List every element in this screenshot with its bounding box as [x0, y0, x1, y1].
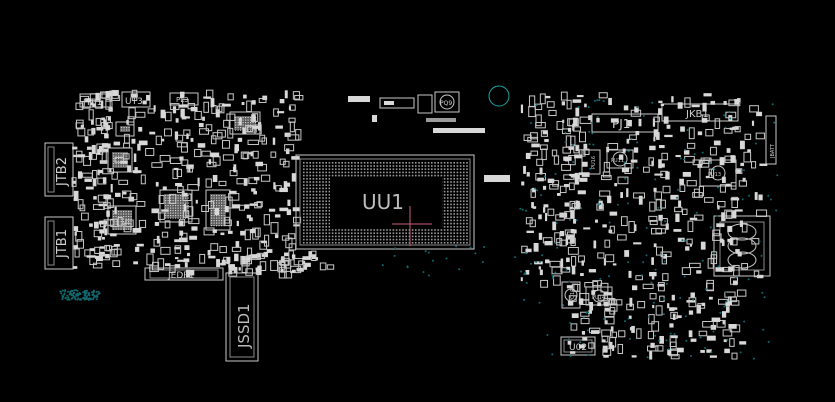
pu11-chip[interactable]: PU11 [606, 149, 634, 169]
jtb1-label: JTB1 [55, 229, 70, 259]
u02-chip[interactable]: U02 [560, 336, 596, 356]
cpu-die-area [330, 178, 442, 228]
via-field [59, 99, 779, 360]
top-center-parts: PQ9 [348, 91, 510, 182]
jtb1-connector[interactable]: JTB1 [44, 216, 74, 270]
cpu-uu1-package[interactable]: UU1 [295, 154, 475, 250]
jtb2-label: JTB2 [55, 157, 70, 187]
left-small-parts [71, 89, 335, 279]
jssd1-connector[interactable]: JSSD1 [225, 272, 259, 362]
pu13-chip[interactable]: PU13 [699, 159, 737, 187]
right-small-parts [520, 91, 768, 360]
pu16-chip[interactable]: PU16 [581, 149, 601, 175]
right-component-cluster: PJ1 JKB1 JBATT PU11 PU16 [520, 91, 777, 360]
jkb1-connector[interactable]: JKB1 [661, 103, 739, 122]
pu16-label: PU16 [591, 156, 597, 169]
cpu-label: UU1 [362, 190, 404, 214]
jedp1-label: JEDP1 [167, 271, 194, 281]
jbatt-label: JBATT [770, 143, 776, 159]
pu11-label: PU11 [611, 158, 624, 164]
cursor-crosshair [392, 206, 432, 246]
pq9-mosfet[interactable]: PQ9 [434, 91, 460, 113]
jtb2-connector[interactable]: JTB2 [44, 142, 74, 197]
jssd1-label: JSSD1 [235, 303, 253, 349]
jbatt-connector[interactable]: JBATT [765, 115, 777, 165]
pu13-label: PU13 [708, 172, 721, 178]
probe-ring [488, 85, 510, 107]
jedp1-connector[interactable]: JEDP1 [144, 267, 224, 281]
pq9-label: PQ9 [440, 100, 452, 107]
ut3-label: UT3 [125, 97, 143, 107]
left-component-cluster: JTB2 JTB1 JTP1 UT3 PL3 JEDP1 [44, 89, 335, 281]
u02-label: U02 [569, 343, 587, 353]
jkb1-label: JKB1 [685, 109, 709, 120]
